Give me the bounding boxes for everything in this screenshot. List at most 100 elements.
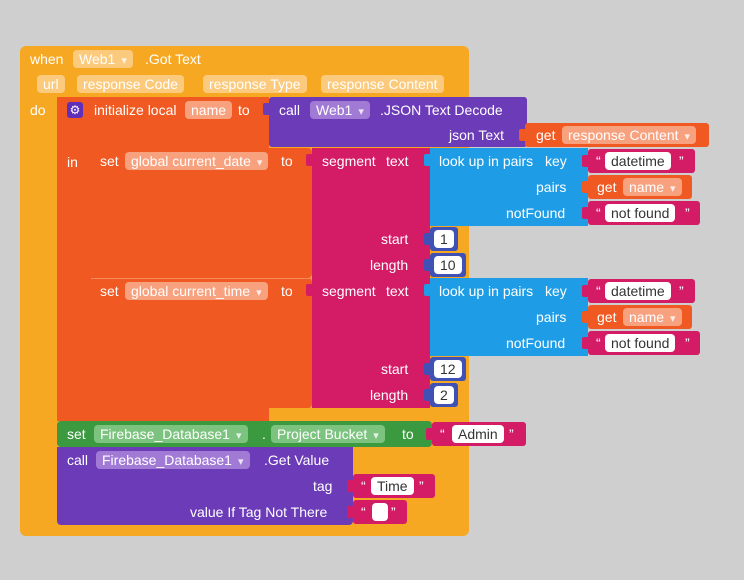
firebase-get-method-label: .Get Value [264, 452, 330, 468]
date-key-string-field[interactable]: datetime [605, 152, 671, 170]
time-key-string-connector [582, 285, 588, 297]
lookup-time-key-label: key [545, 283, 567, 299]
lookup-date-pairs-label: pairs [536, 179, 567, 195]
date-pairs-get-connector [582, 181, 588, 193]
time-pairs-get-connector [582, 311, 588, 323]
time-notfound-open-quote-icon: “ [596, 335, 601, 351]
admin-string-field[interactable]: Admin [452, 425, 504, 443]
get-response-content-connector [519, 129, 525, 141]
lookup-time-pairs-label: pairs [536, 309, 567, 325]
json-decode-connector [263, 103, 269, 115]
event-do-label: do [30, 102, 46, 118]
time-pairs-var-dropdown[interactable]: name [623, 308, 682, 326]
time-start-number-field[interactable]: 12 [434, 360, 462, 378]
set-date-to-label: to [281, 153, 293, 169]
set-time-divider [91, 278, 312, 279]
time-pairs-get-label: get [597, 309, 617, 325]
firebase-get-tag-label: tag [313, 478, 333, 494]
initialize-local-body [57, 147, 91, 411]
lookup-time-notfound-label: notFound [506, 335, 566, 351]
lookup-date-label: look up in pairs [439, 153, 534, 169]
initialize-local-foot [57, 409, 269, 421]
date-start-number-field[interactable]: 1 [434, 230, 454, 248]
empty-open-quote-icon: “ [361, 504, 366, 520]
event-when-label: when [30, 51, 64, 67]
json-decode-method-label: .JSON Text Decode [380, 102, 503, 118]
event-param-response-type[interactable]: response Type [203, 75, 307, 93]
segment-date-block[interactable] [312, 148, 430, 278]
firebase-get-component-dropdown[interactable]: Firebase_Database1 [96, 451, 250, 469]
local-to-label: to [238, 102, 250, 118]
segment-date-text-label: text [386, 153, 409, 169]
event-param-response-content[interactable]: response Content [321, 75, 444, 93]
firebase-set-component-dropdown[interactable]: Firebase_Database1 [94, 425, 248, 443]
lookup-date-block[interactable] [430, 148, 588, 226]
event-param-url[interactable]: url [37, 75, 65, 93]
local-in-label: in [67, 154, 78, 170]
get-response-content-dropdown[interactable]: response Content [562, 126, 697, 144]
tag-string-connector [347, 480, 353, 492]
get-response-content-get-label: get [536, 127, 556, 143]
set-date-var-dropdown[interactable]: global current_date [125, 152, 269, 170]
json-decode-component-dropdown[interactable]: Web1 [310, 101, 370, 119]
lookup-time-connector [424, 284, 430, 296]
time-length-number-field[interactable]: 2 [434, 386, 454, 404]
admin-open-quote-icon: “ [440, 426, 445, 442]
segment-date-label: segment [322, 153, 376, 169]
date-key-string-connector [582, 155, 588, 167]
time-notfound-connector [582, 337, 588, 349]
segment-time-connector [306, 284, 312, 296]
segment-date-connector [306, 154, 312, 166]
firebase-set-dot-label: . [262, 426, 266, 442]
date-notfound-close-quote-icon: ” [685, 205, 690, 221]
lookup-date-connector [424, 154, 430, 166]
time-length-connector [424, 389, 430, 401]
firebase-get-call-label: call [67, 452, 89, 468]
lookup-time-block[interactable] [430, 278, 588, 356]
json-text-arg-label: json Text [449, 127, 504, 143]
empty-string-connector [347, 506, 353, 518]
date-pairs-var-dropdown[interactable]: name [623, 178, 682, 196]
date-notfound-open-quote-icon: “ [596, 205, 601, 221]
lookup-date-key-label: key [545, 153, 567, 169]
date-key-open-quote-icon: “ [596, 153, 601, 169]
lookup-time-label: look up in pairs [439, 283, 534, 299]
date-length-number-field[interactable]: 10 [434, 256, 462, 274]
date-pairs-get-label: get [597, 179, 617, 195]
firebase-set-property-dropdown[interactable]: Project Bucket [271, 425, 385, 443]
admin-close-quote-icon: ” [509, 426, 514, 442]
empty-string-field[interactable] [372, 503, 388, 521]
lookup-date-notfound-label: notFound [506, 205, 566, 221]
segment-time-block[interactable] [312, 278, 430, 408]
date-notfound-connector [582, 207, 588, 219]
local-var-name-field[interactable]: name [185, 101, 233, 119]
time-start-connector [424, 363, 430, 375]
segment-time-length-label: length [370, 387, 409, 403]
segment-time-label: segment [322, 283, 376, 299]
segment-date-start-label: start [381, 231, 409, 247]
json-decode-call-label: call [279, 102, 301, 118]
set-date-set-label: set [100, 153, 119, 169]
time-notfound-close-quote-icon: ” [685, 335, 690, 351]
set-time-var-dropdown[interactable]: global current_time [125, 282, 268, 300]
segment-time-start-label: start [381, 361, 409, 377]
segment-time-text-label: text [386, 283, 409, 299]
mutator-gear-icon[interactable]: ⚙ [67, 102, 83, 118]
date-key-close-quote-icon: ” [679, 153, 684, 169]
tag-string-field[interactable]: Time [371, 477, 414, 495]
firebase-set-label: set [67, 426, 86, 442]
event-param-response-code[interactable]: response Code [77, 75, 184, 93]
firebase-set-value-connector [426, 428, 432, 440]
time-key-close-quote-icon: ” [679, 283, 684, 299]
time-notfound-string-field[interactable]: not found [605, 334, 676, 352]
event-do-column [20, 94, 57, 524]
event-component-dropdown[interactable]: Web1 [73, 50, 133, 68]
date-length-connector [424, 259, 430, 271]
event-name-label: .Got Text [145, 51, 201, 67]
tag-open-quote-icon: “ [361, 478, 366, 494]
tag-close-quote-icon: ” [419, 478, 424, 494]
initialize-local-top [57, 97, 269, 147]
time-key-string-field[interactable]: datetime [605, 282, 671, 300]
firebase-get-value-label: value If Tag Not There [190, 504, 328, 520]
date-notfound-string-field[interactable]: not found [605, 204, 676, 222]
